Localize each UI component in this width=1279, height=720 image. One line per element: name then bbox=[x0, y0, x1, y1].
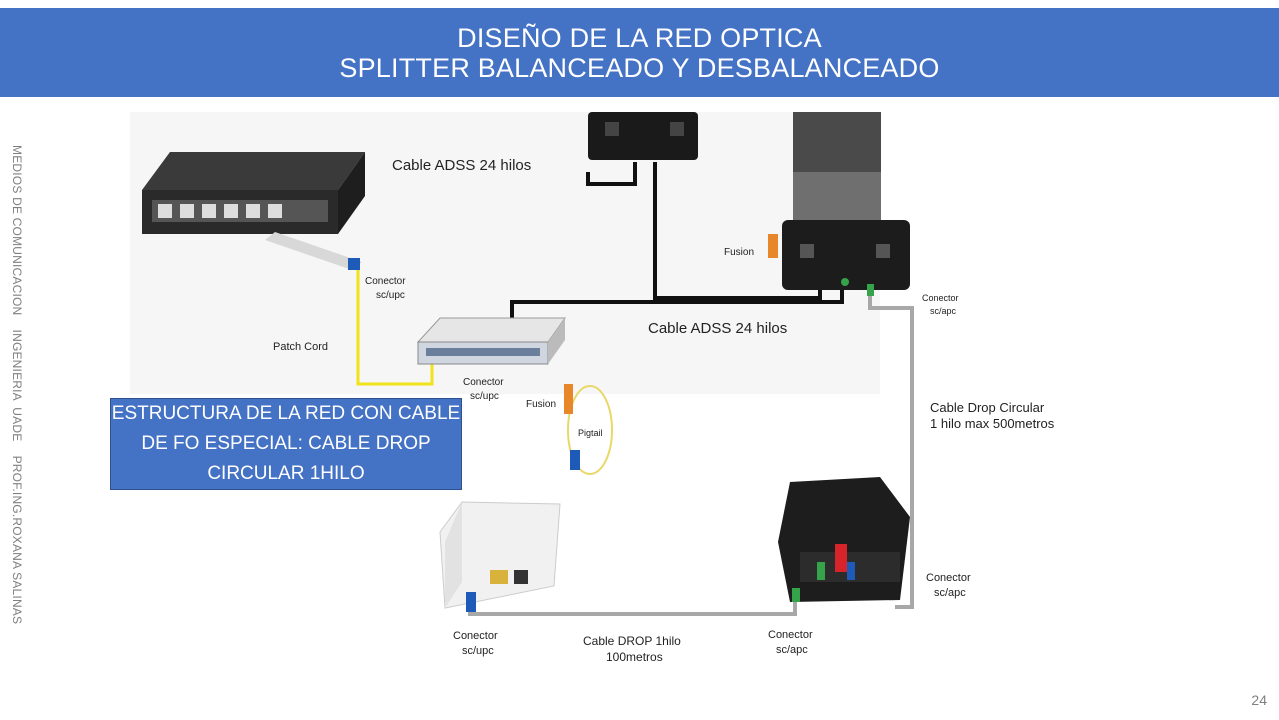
label-cable-adss-mid: Cable ADSS 24 hilos bbox=[648, 320, 787, 337]
slide-title-line2: SPLITTER BALANCEADO Y DESBALANCEADO bbox=[339, 52, 940, 83]
sfp-module bbox=[265, 232, 362, 270]
label-fusion-top: Fusion bbox=[724, 247, 754, 258]
label-conector-scapc-right-b: sc/apc bbox=[934, 587, 966, 599]
label-pigtail: Pigtail bbox=[578, 428, 603, 438]
sc-apc-connector-bottom bbox=[792, 588, 800, 602]
page-number: 24 bbox=[1251, 692, 1267, 708]
pigtail-loop bbox=[567, 385, 613, 475]
label-conector-scupc-1a: Conector bbox=[365, 276, 406, 287]
label-conector-scupc-bottom-a: Conector bbox=[453, 630, 498, 642]
splitter-tray bbox=[416, 317, 566, 365]
label-conector-scupc-1b: sc/upc bbox=[376, 290, 405, 301]
adss-cable-top-path bbox=[653, 162, 822, 300]
label-conector-scupc-2b: sc/upc bbox=[470, 391, 499, 402]
structure-callout-box: ESTRUCTURA DE LA RED CON CABLE DE FO ESP… bbox=[110, 398, 462, 490]
label-patch-cord: Patch Cord bbox=[273, 341, 328, 353]
drop-cable-bottom bbox=[468, 602, 797, 616]
network-diagram: Cable ADSS 24 hilos Cable ADSS 24 hilos … bbox=[100, 112, 1055, 677]
label-fusion-mid: Fusion bbox=[526, 399, 556, 410]
label-cable-drop-bottom-a: Cable DROP 1hilo bbox=[583, 634, 681, 648]
label-cable-adss-top: Cable ADSS 24 hilos bbox=[392, 157, 531, 174]
sc-apc-connector-top bbox=[867, 284, 874, 296]
pigtail-connector bbox=[570, 450, 580, 470]
patch-cord-cable bbox=[356, 262, 434, 386]
label-drop-circular-a: Cable Drop Circular bbox=[930, 400, 1045, 415]
slide-title-line1: DISEÑO DE LA RED OPTICA bbox=[457, 22, 822, 53]
label-conector-scapc-bottom-b: sc/apc bbox=[776, 644, 808, 656]
adss-cable-top-branch bbox=[586, 162, 637, 186]
ont-device bbox=[439, 501, 561, 612]
olt-chassis bbox=[142, 152, 365, 234]
main-closure bbox=[782, 112, 910, 290]
top-closure bbox=[588, 112, 698, 160]
label-conector-scupc-2a: Conector bbox=[463, 377, 504, 388]
fusion-splice-top bbox=[768, 234, 778, 258]
label-conector-scupc-bottom-b: sc/upc bbox=[462, 645, 494, 657]
fusion-splice-mid bbox=[564, 384, 573, 414]
label-cable-drop-bottom-b: 100metros bbox=[606, 650, 663, 664]
label-conector-scapc-bottom-a: Conector bbox=[768, 629, 813, 641]
callout-text: ESTRUCTURA DE LA RED CON CABLE DE FO ESP… bbox=[111, 403, 461, 484]
label-conector-scapc-top-a: Conector bbox=[922, 293, 959, 303]
slide-header: DISEÑO DE LA RED OPTICA SPLITTER BALANCE… bbox=[0, 8, 1279, 97]
vertical-footer-text: MEDIOS DE COMUNICACION INGENIERIA UADE P… bbox=[10, 145, 24, 625]
label-drop-circular-b: 1 hilo max 500metros bbox=[930, 416, 1055, 431]
label-conector-scapc-top-b: sc/apc bbox=[930, 306, 957, 316]
terminal-box bbox=[778, 477, 910, 602]
drop-circular-cable bbox=[868, 290, 914, 609]
label-conector-scapc-right-a: Conector bbox=[926, 572, 971, 584]
